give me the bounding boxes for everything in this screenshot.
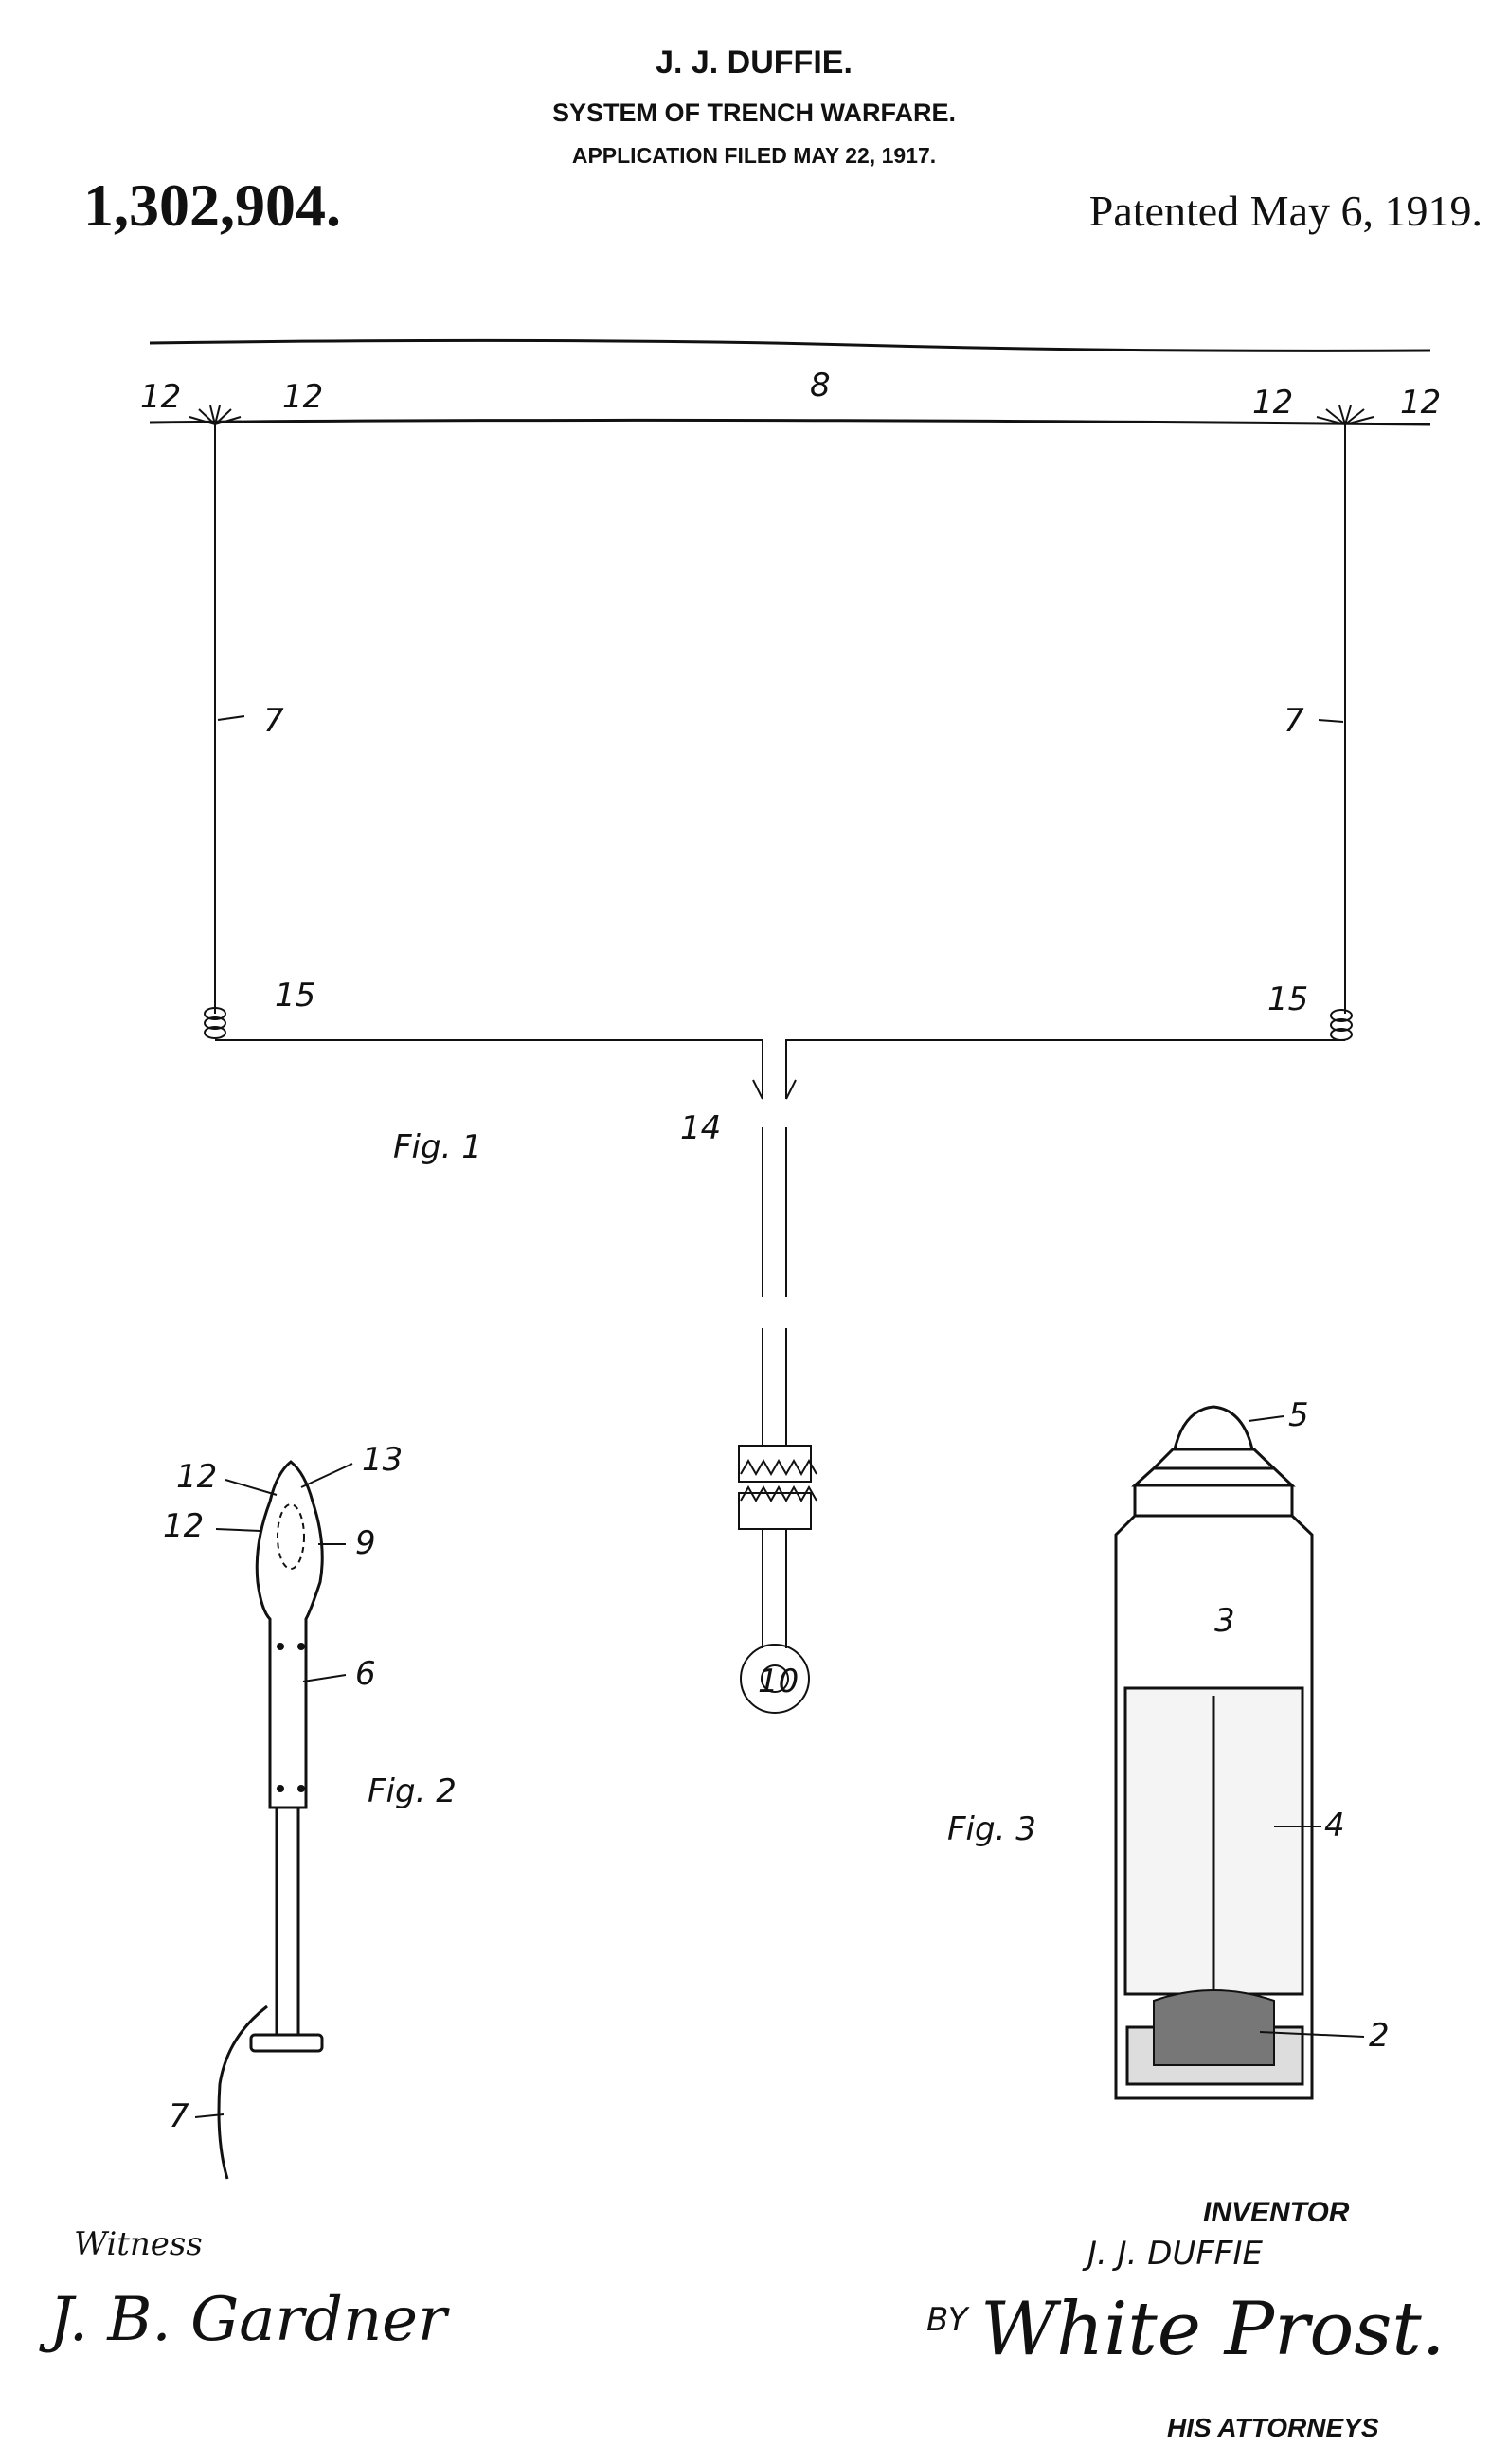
generator-icon bbox=[740, 1644, 810, 1714]
by-label: BY bbox=[926, 2301, 970, 2339]
witness-label: Witness bbox=[74, 2225, 203, 2263]
grenade-base bbox=[249, 2033, 324, 2053]
inventor-label: INVENTOR bbox=[1203, 2197, 1350, 2228]
ref-12: 12 bbox=[163, 1507, 204, 1545]
grenade-handle bbox=[275, 1808, 300, 2035]
fig2-label: Fig. 2 bbox=[368, 1772, 457, 1810]
battery-lower bbox=[738, 1492, 812, 1530]
ref-7: 7 bbox=[169, 2097, 189, 2135]
ref-4: 4 bbox=[1324, 1807, 1345, 1844]
ref-9: 9 bbox=[355, 1524, 376, 1562]
coil-left-icon bbox=[204, 1007, 226, 1039]
ref-6: 6 bbox=[355, 1655, 376, 1693]
patent-number: 1,302,904. bbox=[83, 171, 341, 239]
coil-right-icon bbox=[1330, 1009, 1353, 1041]
ref-7: 7 bbox=[263, 702, 284, 740]
figure-1: 8 12 12 12 12 7 7 15 15 14 10 bbox=[140, 338, 1441, 1714]
fig1-label: Fig. 1 bbox=[393, 1128, 482, 1166]
ref-5: 5 bbox=[1288, 1396, 1309, 1434]
ref-7: 7 bbox=[1284, 702, 1304, 740]
filed-date: APPLICATION FILED MAY 22, 1917. bbox=[572, 143, 936, 168]
switch-14 bbox=[752, 1079, 797, 1446]
shell-nose bbox=[1173, 1405, 1254, 1451]
witness-signature: J. B. Gardner bbox=[39, 2285, 450, 2355]
ref-8: 8 bbox=[810, 367, 831, 405]
ref-12: 12 bbox=[282, 378, 323, 416]
inventor-heading: J. J. DUFFIE. bbox=[656, 45, 853, 81]
detonator-right-icon bbox=[1316, 405, 1374, 428]
ref-2: 2 bbox=[1369, 2017, 1390, 2055]
attorneys-label: HIS ATTORNEYS bbox=[1167, 2413, 1379, 2442]
ref-12: 12 bbox=[140, 378, 181, 416]
ground-surface bbox=[149, 338, 1431, 352]
ref-10: 10 bbox=[758, 1663, 799, 1700]
grenade-wire bbox=[217, 2005, 268, 2180]
ref-12: 12 bbox=[1252, 384, 1293, 422]
ref-12: 12 bbox=[176, 1458, 217, 1496]
ref-15: 15 bbox=[275, 977, 315, 1015]
attorney-signature: White Prost. bbox=[980, 2287, 1446, 2372]
figure-3: 5 3 4 2 Fig. 3 bbox=[947, 1396, 1390, 2100]
ref-14: 14 bbox=[680, 1109, 721, 1147]
circuit-wire bbox=[215, 1039, 1345, 1099]
figure-2: 12 12 13 9 6 7 Fig. 2 bbox=[163, 1441, 457, 2180]
ref-3: 3 bbox=[1214, 1602, 1235, 1640]
ground-line bbox=[149, 418, 1431, 426]
grenade-head bbox=[255, 1460, 324, 1809]
ref-15: 15 bbox=[1267, 980, 1308, 1018]
ref-12: 12 bbox=[1400, 384, 1441, 422]
ref-13: 13 bbox=[362, 1441, 403, 1479]
patent-title: SYSTEM OF TRENCH WARFARE. bbox=[552, 99, 956, 127]
patented-date: Patented May 6, 1919. bbox=[1089, 187, 1482, 235]
fig3-label: Fig. 3 bbox=[947, 1810, 1036, 1848]
inventor-name: J. J. DUFFIE bbox=[1082, 2235, 1263, 2273]
